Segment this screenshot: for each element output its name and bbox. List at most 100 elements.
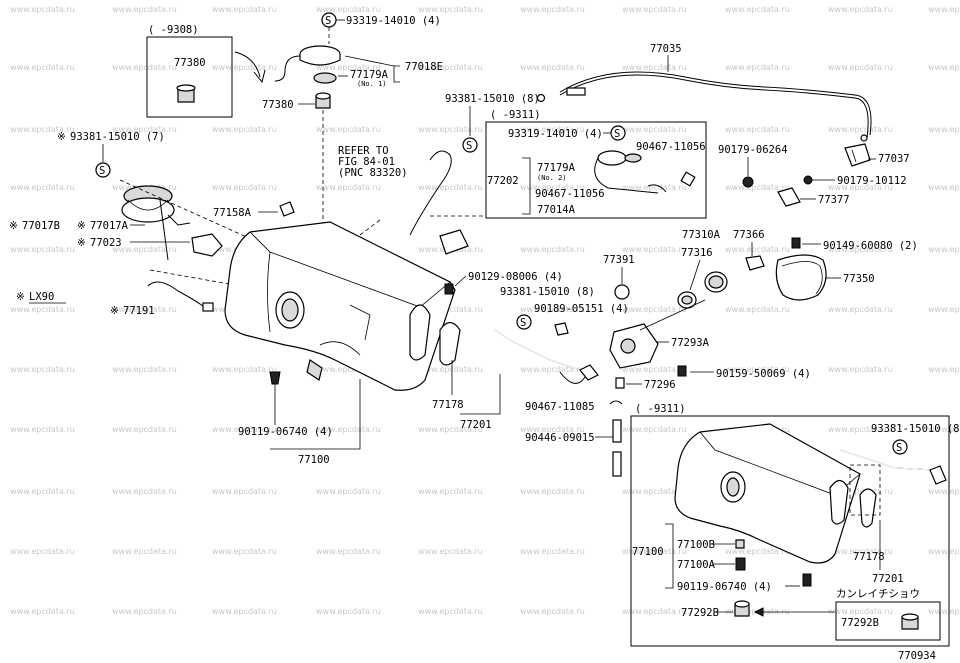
part-label-77377: 77377 bbox=[818, 194, 850, 206]
watermark-text: www.epcdata.ru bbox=[212, 125, 277, 134]
watermark-text: www.epcdata.ru bbox=[112, 547, 177, 556]
watermark-text: www.epcdata.ru bbox=[212, 425, 277, 434]
part-label-77391: 77391 bbox=[603, 254, 635, 266]
watermark-text: www.epcdata.ru bbox=[212, 183, 277, 192]
watermark-text: www.epcdata.ru bbox=[418, 365, 483, 374]
arrow-icon bbox=[253, 69, 266, 84]
part-label-77179A-no2: 77179A bbox=[537, 162, 576, 174]
watermark-text: www.epcdata.ru bbox=[520, 425, 585, 434]
watermark-text: www.epcdata.ru bbox=[622, 245, 687, 254]
filler-neck-group: 77391 77310A 77316 77293A 90159-50069 (4… bbox=[525, 229, 811, 477]
watermark-text: www.epcdata.ru bbox=[928, 5, 960, 14]
watermark-text: www.epcdata.ru bbox=[316, 547, 381, 556]
watermark-text: www.epcdata.ru bbox=[828, 487, 893, 496]
watermark-text: www.epcdata.ru bbox=[10, 183, 75, 192]
part-label-77037: 77037 bbox=[878, 153, 910, 165]
watermark-text: www.epcdata.ru bbox=[418, 125, 483, 134]
watermark-text: www.epcdata.ru bbox=[520, 487, 585, 496]
watermark-text: www.epcdata.ru bbox=[928, 183, 960, 192]
watermark-text: www.epcdata.ru bbox=[828, 305, 893, 314]
watermark-text: www.epcdata.ru bbox=[112, 425, 177, 434]
watermark-text: www.epcdata.ru bbox=[418, 183, 483, 192]
note-mark-icon: ※ bbox=[77, 220, 86, 232]
watermark-text: www.epcdata.ru bbox=[828, 183, 893, 192]
watermark-text: www.epcdata.ru bbox=[725, 5, 790, 14]
watermark-text: www.epcdata.ru bbox=[622, 5, 687, 14]
watermark-text: www.epcdata.ru bbox=[725, 183, 790, 192]
watermark-text: www.epcdata.ru bbox=[928, 365, 960, 374]
watermark-text: www.epcdata.ru bbox=[418, 547, 483, 556]
service-marker-icon bbox=[95, 162, 111, 178]
inset-header-9311-bottom: ( -9311) bbox=[635, 403, 686, 415]
part-label-77380: 77380 bbox=[262, 99, 294, 111]
svg-text:(No. 2): (No. 2) bbox=[537, 174, 567, 182]
part-label-90119-06740-4: 90119-06740 (4) bbox=[238, 426, 333, 438]
watermark-text: www.epcdata.ru bbox=[622, 183, 687, 192]
part-label-77017B: 77017B bbox=[22, 220, 60, 232]
watermark-text: www.epcdata.ru bbox=[928, 245, 960, 254]
part-label-90467-11056-b: 90467-11056 bbox=[535, 188, 605, 200]
diagram-id: 770934 bbox=[898, 650, 936, 662]
watermark-text: www.epcdata.ru bbox=[828, 125, 893, 134]
watermark-text: www.epcdata.ru bbox=[212, 5, 277, 14]
part-label-93381-15010-8-mid: 93381-15010 (8) bbox=[500, 286, 595, 298]
watermark-text: www.epcdata.ru bbox=[112, 487, 177, 496]
watermark-text: www.epcdata.ru bbox=[725, 365, 790, 374]
watermark-text: www.epcdata.ru bbox=[520, 305, 585, 314]
svg-text:S: S bbox=[99, 165, 105, 177]
watermark-text: www.epcdata.ru bbox=[10, 365, 75, 374]
watermark-text: www.epcdata.ru bbox=[520, 125, 585, 134]
watermark-text: www.epcdata.ru bbox=[622, 607, 687, 616]
watermark-text: www.epcdata.ru bbox=[10, 607, 75, 616]
watermark-text: www.epcdata.ru bbox=[520, 245, 585, 254]
watermark-text: www.epcdata.ru bbox=[622, 365, 687, 374]
part-label-77035: 77035 bbox=[650, 43, 682, 55]
fuel-pump-group: ※ 93381-15010 (7) S ※ 77017B ※ 77017A ※ … bbox=[9, 131, 321, 317]
part-label-93381-15010-7: 93381-15010 (7) bbox=[70, 131, 165, 143]
note-mark-icon: ※ bbox=[110, 305, 119, 317]
svg-text:S: S bbox=[520, 317, 526, 329]
fuel-tank-77100: 90119-06740 (4) 77100 90129-08006 (4) bbox=[224, 221, 563, 466]
svg-text:S: S bbox=[896, 442, 902, 454]
watermark-text: www.epcdata.ru bbox=[928, 487, 960, 496]
part-label-77014A: 77014A bbox=[537, 204, 576, 216]
watermark-text: www.epcdata.ru bbox=[622, 125, 687, 134]
refer-note-line3: (PNC 83320) bbox=[338, 167, 408, 179]
watermark-text: www.epcdata.ru bbox=[828, 63, 893, 72]
watermark-text: www.epcdata.ru bbox=[316, 63, 381, 72]
part-label-90446-09015: 90446-09015 bbox=[525, 432, 595, 444]
part-label-77178: 77178 bbox=[432, 399, 464, 411]
part-label-90129-08006-4: 90129-08006 (4) bbox=[468, 271, 563, 283]
watermark-text: www.epcdata.ru bbox=[828, 607, 893, 616]
watermark-text: www.epcdata.ru bbox=[10, 425, 75, 434]
watermark-text: www.epcdata.ru bbox=[520, 5, 585, 14]
refer-note-line2: FIG 84-01 bbox=[338, 156, 395, 168]
part-label-77201: 77201 bbox=[460, 419, 492, 431]
watermark-text: www.epcdata.ru bbox=[520, 63, 585, 72]
part-label-77293A: 77293A bbox=[671, 337, 710, 349]
part-label-77201-b: 77201 bbox=[872, 573, 904, 585]
note-mark-icon: ※ bbox=[57, 131, 66, 143]
watermark-text: www.epcdata.ru bbox=[520, 183, 585, 192]
part-label-90179-10112: 90179-10112 bbox=[837, 175, 907, 187]
watermark-text: www.epcdata.ru bbox=[316, 607, 381, 616]
note-mark-icon: ※ bbox=[16, 291, 25, 303]
watermark-text: www.epcdata.ru bbox=[212, 365, 277, 374]
part-label-77380-inset: 77380 bbox=[174, 57, 206, 69]
watermark-text: www.epcdata.ru bbox=[622, 425, 687, 434]
part-label-93319-14010-4: 93319-14010 (4) bbox=[346, 15, 441, 27]
watermark-text: www.epcdata.ru bbox=[622, 305, 687, 314]
watermark-text: www.epcdata.ru bbox=[112, 63, 177, 72]
service-marker-icon bbox=[462, 137, 478, 153]
variant-label-lx90: LX90 bbox=[29, 291, 54, 303]
watermark-text: www.epcdata.ru bbox=[212, 547, 277, 556]
watermark-text: www.epcdata.ru bbox=[725, 125, 790, 134]
part-label-77017A: 77017A bbox=[90, 220, 129, 232]
watermark-text: www.epcdata.ru bbox=[418, 425, 483, 434]
watermark-text: www.epcdata.ru bbox=[622, 63, 687, 72]
watermark-text: www.epcdata.ru bbox=[10, 487, 75, 496]
watermark-text: www.epcdata.ru bbox=[316, 5, 381, 14]
part-label-77100B: 77100B bbox=[677, 539, 715, 551]
inset-header-9311-top: ( -9311) bbox=[490, 109, 541, 121]
part-label-90467-11056-a: 90467-11056 bbox=[636, 141, 706, 153]
